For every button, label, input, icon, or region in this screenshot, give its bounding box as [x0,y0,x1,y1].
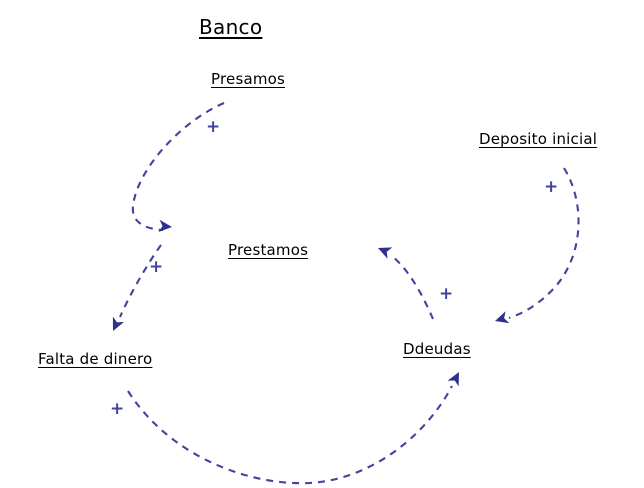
polarity-marker-prestamos-to-falta-de-dinero: + [149,257,164,277]
causal-link-ddeudas-to-prestamos [378,247,434,320]
polarity-marker-falta-de-dinero-to-ddeudas: + [110,399,125,419]
node-label-deposito-inicial: Deposito inicial [479,130,598,148]
node-label-ddeudas: Ddeudas [403,340,471,358]
diagram-title: Banco [199,15,263,39]
causal-link-falta-de-dinero-to-ddeudas [127,372,459,485]
causal-link-prestamos-to-falta-de-dinero [112,244,162,331]
arrowhead-prestamos-to-falta-de-dinero [112,316,125,331]
polarity-marker-presamos-to-prestamos: + [206,117,221,137]
arrowhead-ddeudas-to-prestamos [378,247,393,259]
node-label-presamos: Presamos [211,70,286,88]
arrowhead-deposito-inicial-to-ddeudas [495,311,510,324]
arrowhead-presamos-to-prestamos [158,219,172,233]
causal-link-presamos-to-prestamos [131,102,225,233]
polarity-marker-ddeudas-to-prestamos: + [439,284,454,304]
node-label-prestamos: Prestamos [228,241,309,259]
node-label-falta-de-dinero: Falta de dinero [38,350,153,368]
link-curve-falta-de-dinero-to-ddeudas [127,385,453,485]
link-curve-ddeudas-to-prestamos [391,255,434,320]
polarity-marker-deposito-inicial-to-ddeudas: + [544,177,559,197]
causal-link-deposito-inicial-to-ddeudas [495,167,580,324]
link-curve-prestamos-to-falta-de-dinero [119,244,162,318]
arrowhead-falta-de-dinero-to-ddeudas [447,372,459,387]
link-curve-deposito-inicial-to-ddeudas [508,167,580,319]
